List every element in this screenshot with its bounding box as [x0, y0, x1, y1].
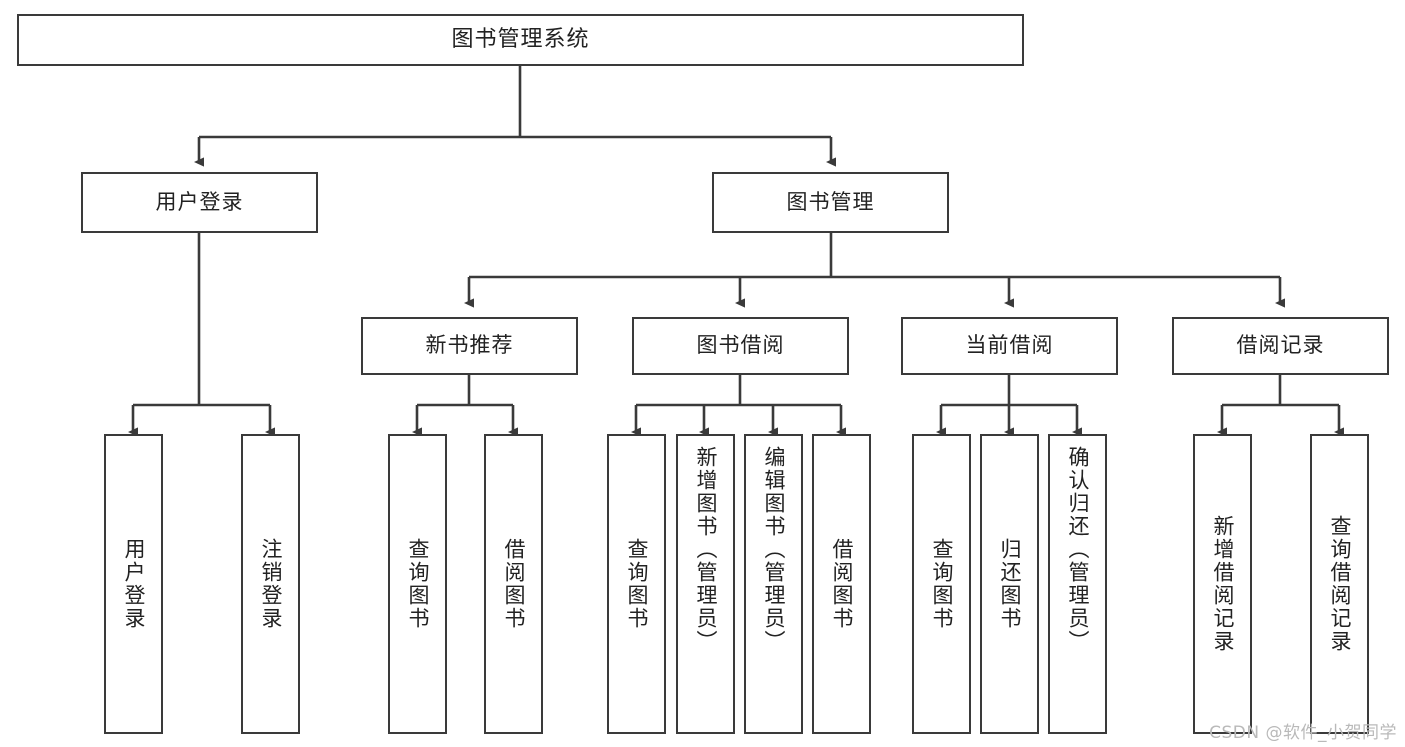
- node-book-management[interactable]: 图书管理: [712, 172, 949, 233]
- leaf-label: 新增借阅记录: [1210, 515, 1235, 653]
- node-root[interactable]: 图书管理系统: [17, 14, 1024, 66]
- leaf-current-borrow-confirm[interactable]: 确认归还（管理员）: [1048, 434, 1107, 734]
- leaf-label: 借阅图书: [829, 538, 854, 630]
- leaf-user-login-logout[interactable]: 注销登录: [241, 434, 300, 734]
- leaf-current-borrow-return[interactable]: 归还图书: [980, 434, 1039, 734]
- leaf-label: 查询图书: [624, 538, 649, 630]
- leaf-label: 借阅图书: [501, 538, 526, 630]
- node-new-book-recommend[interactable]: 新书推荐: [361, 317, 578, 375]
- leaf-label: 查询借阅记录: [1327, 515, 1352, 653]
- csdn-watermark: CSDN @软件_小贺同学: [1209, 723, 1397, 743]
- leaf-new-book-borrow[interactable]: 借阅图书: [484, 434, 543, 734]
- leaf-borrow-record-query[interactable]: 查询借阅记录: [1310, 434, 1369, 734]
- leaf-new-book-query[interactable]: 查询图书: [388, 434, 447, 734]
- leaf-book-borrow-borrow[interactable]: 借阅图书: [812, 434, 871, 734]
- leaf-label: 编辑图书（管理员）: [761, 446, 786, 653]
- leaf-book-borrow-add[interactable]: 新增图书（管理员）: [676, 434, 735, 734]
- node-user-login[interactable]: 用户登录: [81, 172, 318, 233]
- node-book-borrow[interactable]: 图书借阅: [632, 317, 849, 375]
- node-current-borrow[interactable]: 当前借阅: [901, 317, 1118, 375]
- leaf-label: 查询图书: [405, 538, 430, 630]
- leaf-label: 确认归还（管理员）: [1065, 446, 1090, 653]
- leaf-label: 归还图书: [997, 538, 1022, 630]
- leaf-label: 查询图书: [929, 538, 954, 630]
- leaf-borrow-record-add[interactable]: 新增借阅记录: [1193, 434, 1252, 734]
- leaf-label: 用户登录: [121, 538, 146, 630]
- leaf-current-borrow-query[interactable]: 查询图书: [912, 434, 971, 734]
- leaf-label: 新增图书（管理员）: [693, 446, 718, 653]
- leaf-book-borrow-edit[interactable]: 编辑图书（管理员）: [744, 434, 803, 734]
- leaf-label: 注销登录: [258, 538, 283, 630]
- node-borrow-record[interactable]: 借阅记录: [1172, 317, 1389, 375]
- leaf-user-login-login[interactable]: 用户登录: [104, 434, 163, 734]
- leaf-book-borrow-query[interactable]: 查询图书: [607, 434, 666, 734]
